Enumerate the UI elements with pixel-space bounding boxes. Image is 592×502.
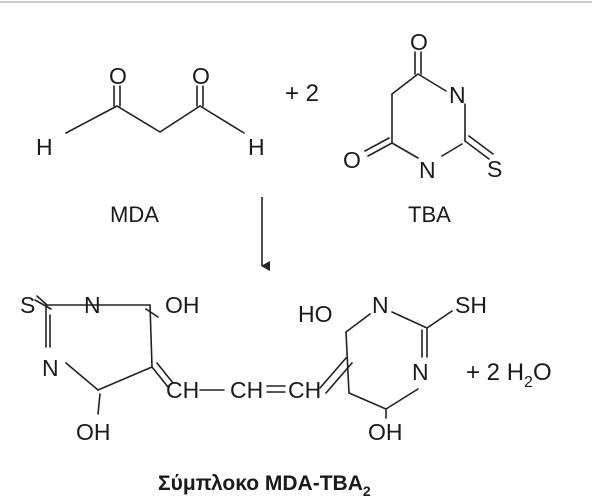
mda-atom-h2: H — [248, 134, 265, 160]
product-right-atom-sh: SH — [455, 292, 487, 318]
linker-ch3: CH — [288, 377, 321, 403]
mda-structure: O O H H — [36, 63, 265, 160]
mda-atom-h1: H — [36, 134, 53, 160]
mda-atom-o2: O — [192, 63, 210, 89]
byproduct-water: + 2 H2O — [466, 359, 552, 391]
product-right-atom-n-top: N — [372, 292, 389, 318]
product-right-atom-ho-top: HO — [298, 301, 333, 327]
mda-label: MDA — [110, 202, 159, 227]
product-linker: CH CH CH — [166, 357, 353, 403]
product-right-ring: HO N SH N OH — [298, 292, 487, 445]
product-left-atom-s: S — [20, 292, 35, 318]
linker-ch2: CH — [230, 377, 263, 403]
tba-atom-n2: N — [419, 157, 436, 183]
product-left-atom-oh-bottom: OH — [76, 419, 111, 445]
mda-atom-o1: O — [109, 63, 127, 89]
tba-structure: O N S N O — [343, 29, 502, 183]
product-left-atom-n-top: N — [84, 292, 101, 318]
tba-atom-s: S — [487, 156, 502, 182]
product-left-atom-oh-top: OH — [165, 292, 200, 318]
reactant-plus-operator: + 2 — [285, 80, 319, 107]
product-right-atom-n-right: N — [412, 359, 429, 385]
tba-atom-o-top: O — [410, 29, 428, 55]
product-left-atom-n-left: N — [42, 355, 59, 381]
tba-atom-n1: N — [449, 82, 466, 108]
product-left-ring: S N OH N OH — [20, 292, 200, 445]
tba-atom-o-left: O — [343, 147, 361, 173]
tba-label: TBA — [408, 202, 451, 227]
product-caption: Σύμπλοκο MDA-TBA2 — [158, 472, 371, 499]
linker-ch1: CH — [166, 377, 199, 403]
product-right-atom-oh-bottom: OH — [368, 419, 403, 445]
